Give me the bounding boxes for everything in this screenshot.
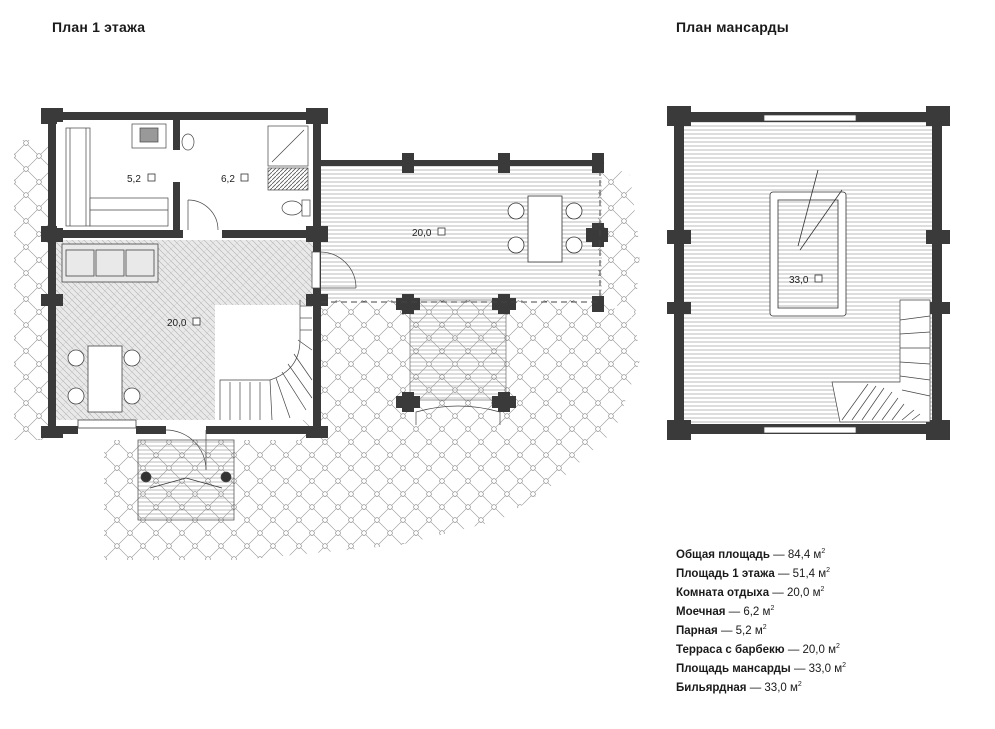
washroom-area: 6,2 [221, 174, 235, 185]
floor1-plan: 5,2 6,2 20,0 20,0 [14, 108, 640, 560]
billiard-table [769, 169, 847, 317]
area-legend: Общая площадь — 84,4 м2 Площадь 1 этажа … [676, 544, 846, 696]
legend-row-billiard: Бильярдная — 33,0 м2 [676, 681, 802, 695]
terrace-steps [409, 299, 507, 401]
terrace-area: 20,0 [412, 228, 432, 239]
terrace-door [311, 251, 357, 289]
washroom [181, 125, 311, 231]
steam-room [57, 122, 173, 228]
legend-row-attic: Площадь мансарды — 33,0 м2 [676, 662, 847, 676]
terrace-posts [396, 153, 608, 412]
staircase [219, 300, 313, 421]
entrance [137, 405, 501, 521]
lounge-furniture [61, 243, 159, 429]
attic-plan-title: План мансарды [676, 19, 789, 35]
paving-right-terrace [598, 160, 640, 320]
log-walls [41, 108, 602, 438]
legend-row-lounge: Комната отдыха — 20,0 м2 [676, 586, 825, 599]
lounge-area: 20,0 [167, 318, 187, 329]
floor1-plan-title: План 1 этажа [52, 19, 146, 35]
legend-row-steam-room: Парная — 5,2 м2 [676, 624, 767, 637]
terrace-table [507, 195, 583, 263]
steam-room-area: 5,2 [127, 174, 141, 185]
legend-row-washroom: Моечная — 6,2 м2 [676, 605, 775, 618]
legend-row-floor1: Площадь 1 этажа — 51,4 м2 [676, 567, 831, 580]
billiard-area: 33,0 [789, 275, 809, 286]
legend-row-total: Общая площадь — 84,4 м2 [676, 548, 826, 561]
paving-left [14, 140, 50, 440]
attic-staircase [831, 299, 931, 423]
legend-row-terrace: Терраса с барбекю — 20,0 м2 [676, 643, 840, 656]
attic-plan: 33,0 [667, 106, 950, 440]
